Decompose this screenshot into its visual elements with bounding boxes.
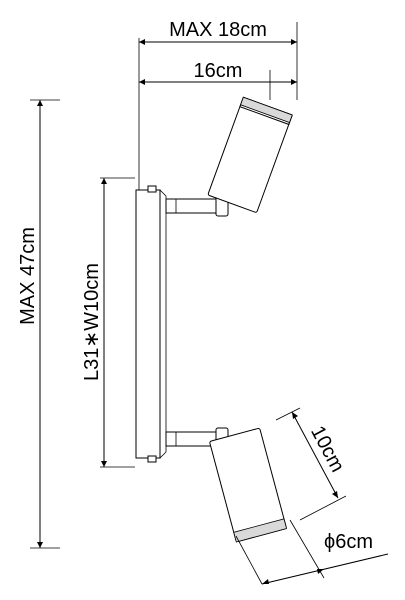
max-height-dimension: MAX 47cm xyxy=(17,99,60,549)
max-width-dimension: MAX 18cm xyxy=(138,19,298,100)
base-size-dimension: L31∗W10cm xyxy=(81,177,135,468)
width-label: 16cm xyxy=(194,60,243,82)
max-height-label: MAX 47cm xyxy=(17,227,39,325)
diameter-extension-right xyxy=(289,519,325,579)
max-height-arrow-bottom xyxy=(37,542,43,548)
upper-head xyxy=(207,96,293,213)
plate-screw-bottom xyxy=(147,455,157,463)
lower-spotlight xyxy=(165,427,288,543)
base-arrow-top xyxy=(101,178,107,184)
width-arrow-right xyxy=(291,79,297,85)
base-arrow-bottom xyxy=(101,461,107,467)
wall-plate xyxy=(135,185,167,463)
base-size-label: L31∗W10cm xyxy=(81,263,103,381)
upper-arm xyxy=(165,198,217,214)
shade-length-dimension: 10cm xyxy=(275,407,348,521)
max-width-label: MAX 18cm xyxy=(169,19,267,41)
max-width-arrow-left xyxy=(139,39,145,45)
shade-length-extension-top xyxy=(275,407,301,421)
shade-length-dimension-line xyxy=(291,411,339,499)
width-arrow-left xyxy=(139,79,145,85)
lower-head-rim xyxy=(233,518,288,543)
shade-diameter-label: ϕ6cm xyxy=(324,531,373,553)
diameter-extension-left xyxy=(235,535,263,585)
max-height-arrow-top xyxy=(37,100,43,106)
diameter-dimension-line xyxy=(261,553,389,585)
max-width-arrow-right xyxy=(291,39,297,45)
lower-arm xyxy=(165,431,217,447)
shade-diameter-dimension: ϕ6cm xyxy=(235,519,389,585)
width-dimension: 16cm xyxy=(138,60,297,190)
shade-length-label: 10cm xyxy=(306,422,348,476)
plate-screw-top xyxy=(147,185,157,193)
lower-head xyxy=(209,427,288,543)
upper-spotlight xyxy=(165,96,293,217)
shade-length-extension-bottom xyxy=(299,495,347,521)
wall-plate-body xyxy=(135,189,161,459)
